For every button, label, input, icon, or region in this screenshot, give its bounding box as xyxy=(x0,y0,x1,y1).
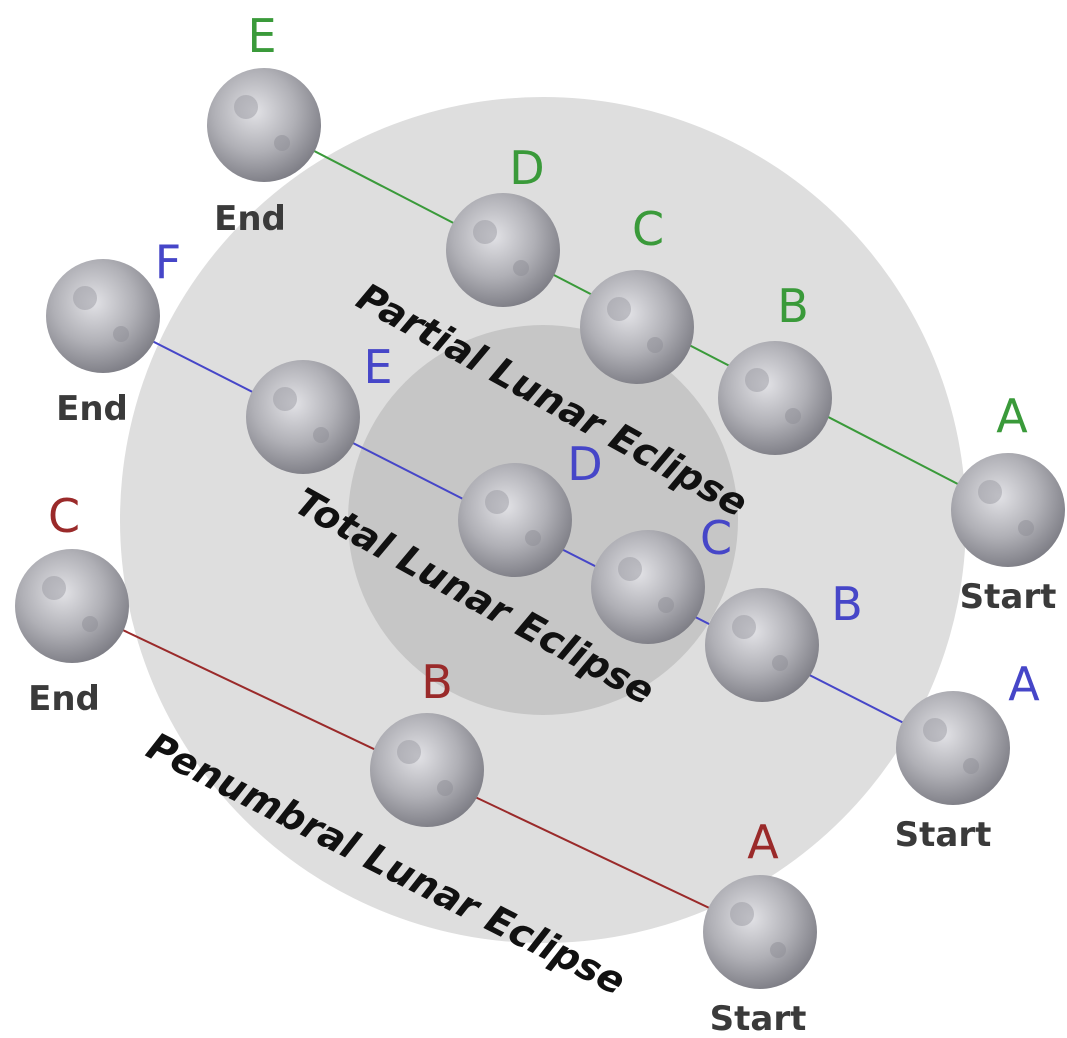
total-point-c: C xyxy=(700,511,732,565)
partial-point-a: A xyxy=(996,389,1028,443)
penumbral-end-label: End xyxy=(28,679,100,719)
moon-icon xyxy=(703,875,817,989)
penumbral-start-label: Start xyxy=(710,999,807,1038)
total-end-label: End xyxy=(56,389,128,429)
partial-point-d: D xyxy=(509,141,544,195)
moon-icon xyxy=(951,453,1065,567)
moon-icon xyxy=(246,360,360,474)
moon-icon xyxy=(46,259,160,373)
total-point-f: F xyxy=(155,235,181,289)
total-point-b: B xyxy=(831,577,863,631)
moon-icon xyxy=(15,549,129,663)
partial-point-e: E xyxy=(247,9,276,63)
moon-icon xyxy=(370,713,484,827)
penumbral-path-group: A B C Start End xyxy=(15,489,817,1038)
partial-point-c: C xyxy=(632,202,664,256)
moon-icon xyxy=(458,463,572,577)
penumbral-point-c: C xyxy=(48,489,80,543)
moon-icon xyxy=(446,193,560,307)
total-point-a: A xyxy=(1008,657,1040,711)
moon-icon xyxy=(896,691,1010,805)
total-point-e: E xyxy=(363,340,392,394)
partial-start-label: Start xyxy=(960,577,1057,617)
moon-icon xyxy=(591,530,705,644)
total-point-d: D xyxy=(567,437,602,491)
penumbral-point-b: B xyxy=(421,655,453,709)
moon-icon xyxy=(705,588,819,702)
moon-icon xyxy=(718,341,832,455)
moon-icon xyxy=(580,270,694,384)
partial-path-group: A B C D E Start End xyxy=(207,9,1065,617)
partial-point-b: B xyxy=(777,279,809,333)
total-start-label: Start xyxy=(895,815,992,855)
moon-icon xyxy=(207,68,321,182)
total-path-group: A B C D E F Start End xyxy=(46,235,1040,855)
penumbral-point-a: A xyxy=(747,815,779,869)
partial-end-label: End xyxy=(214,199,286,239)
